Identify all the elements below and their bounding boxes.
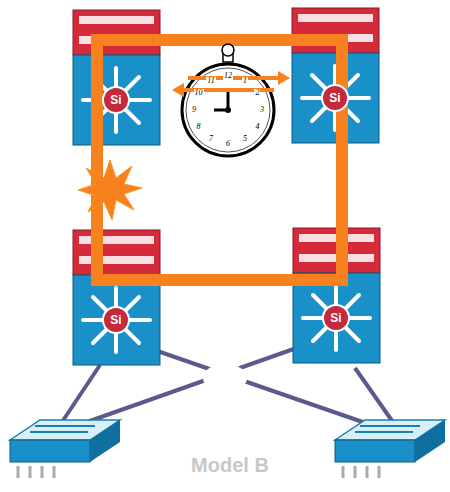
layer3-switch-badge: Si: [321, 84, 349, 112]
switch-label: Si: [329, 92, 340, 104]
clock-number: 2: [254, 89, 260, 97]
layer3-switch-badge: Si: [102, 306, 130, 334]
clock-number: 10: [194, 89, 204, 97]
clock-number: 12: [223, 72, 233, 80]
clock-number: 8: [196, 123, 202, 131]
switch-label: Si: [110, 314, 121, 326]
layer3-switch-badge: Si: [102, 86, 130, 114]
clock-number: 5: [242, 135, 248, 143]
layer3-switch-badge: Si: [322, 304, 350, 332]
clock-number: 7: [208, 135, 214, 143]
switch-label: Si: [330, 312, 341, 324]
clock-number: 1: [242, 77, 248, 85]
clock-number: 4: [254, 123, 260, 131]
model-caption: Model B: [191, 454, 269, 477]
clock-number: 3: [259, 106, 265, 114]
clock-number: 11: [206, 77, 215, 85]
switch-label: Si: [110, 94, 121, 106]
clock-number: 6: [225, 140, 231, 148]
clock-number: 9: [191, 106, 197, 114]
